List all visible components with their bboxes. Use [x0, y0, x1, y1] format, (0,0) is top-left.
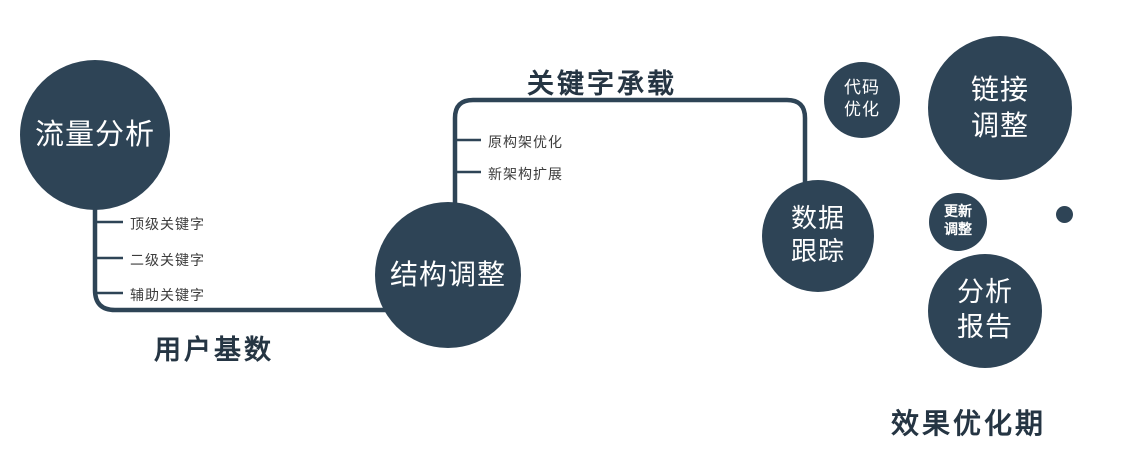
branch-label-original-arch-optimization: 原构架优化: [488, 135, 563, 151]
node-analysis-report: 分析 报告: [928, 254, 1042, 368]
node-code-optimization-line2: 优化: [844, 100, 880, 120]
edge-keyword-carry-path: [452, 97, 808, 240]
node-traffic-analysis-label: 流量分析: [34, 117, 155, 152]
node-code-optimization-line1: 代码: [844, 78, 880, 99]
node-code-optimization: 代码 优化: [824, 62, 900, 138]
structure-branch-ticks: [455, 138, 481, 174]
node-data-tracking-line1: 数据: [790, 203, 845, 234]
node-structure-adjust: 结构调整: [375, 202, 521, 348]
node-update-adjustment-line1: 更新: [944, 204, 972, 221]
branch-label-top-keywords: 顶级关键字: [130, 217, 205, 233]
branch-label-new-arch-expansion: 新架构扩展: [488, 167, 563, 183]
node-update-adjustment-line2: 调整: [944, 222, 972, 238]
node-data-tracking-line2: 跟踪: [790, 237, 845, 267]
node-link-adjustment-line2: 调整: [970, 109, 1029, 142]
node-link-adjustment: 链接 调整: [928, 36, 1072, 180]
edge-user-base-path: [92, 150, 400, 313]
edge-label-keyword-carry: 关键字承载: [527, 69, 677, 100]
node-update-adjustment: 更新 调整: [929, 193, 987, 251]
node-traffic-analysis: 流量分析: [20, 60, 170, 210]
edge-label-user-base: 用户基数: [154, 335, 274, 366]
node-analysis-report-line1: 分析: [957, 277, 1013, 309]
node-data-tracking: 数据 跟踪: [762, 180, 874, 292]
footer-effect-optimization-period: 效果优化期: [891, 407, 1047, 440]
node-link-adjustment-line1: 链接: [970, 73, 1029, 107]
traffic-branch-ticks: [95, 220, 123, 295]
node-analysis-report-line2: 报告: [957, 312, 1013, 343]
node-structure-adjust-label: 结构调整: [389, 258, 506, 292]
dot-marker: [1056, 206, 1073, 223]
branch-label-secondary-keywords: 二级关键字: [130, 253, 205, 269]
branch-label-auxiliary-keywords: 辅助关键字: [130, 288, 205, 304]
